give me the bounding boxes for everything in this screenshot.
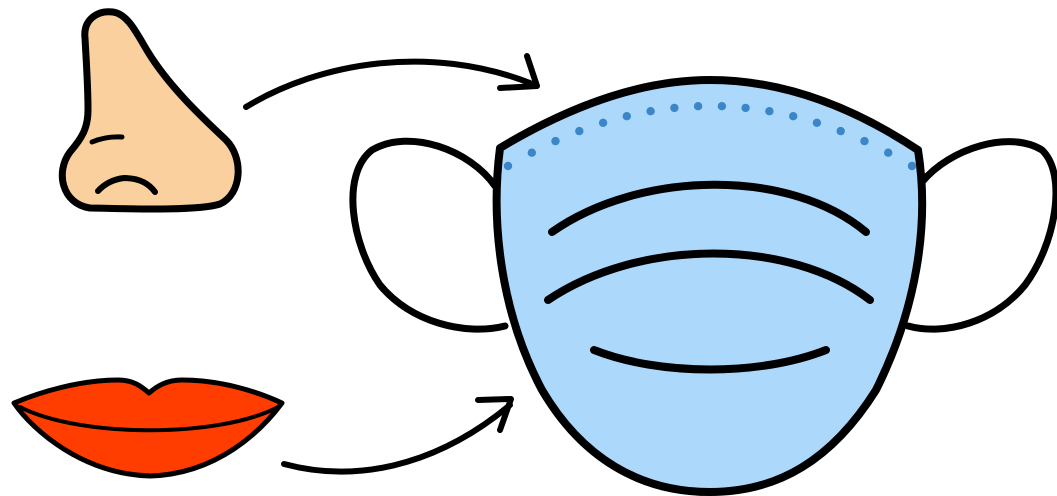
stitch-dot xyxy=(884,148,893,157)
stitch-dot xyxy=(789,112,798,121)
left-ear-loop xyxy=(349,137,509,333)
stitch-dot xyxy=(907,161,917,171)
stitch-dot xyxy=(765,107,774,116)
stitch-dot xyxy=(860,136,869,146)
stitch-dot xyxy=(646,107,655,116)
arrow-lips-to-mask xyxy=(281,396,514,475)
stitch-dot xyxy=(622,112,631,121)
stitch-dot xyxy=(575,126,584,136)
stitch-dot xyxy=(670,103,679,113)
arrow-shaft xyxy=(243,58,533,110)
stitch-dot xyxy=(812,118,822,128)
stitch-dot xyxy=(598,118,608,128)
right-ear-loop xyxy=(904,138,1057,333)
mask-pleat-top xyxy=(548,180,870,236)
mask-pleat-bottom xyxy=(590,346,830,374)
arrow-shaft xyxy=(281,402,513,475)
stitch-dot xyxy=(717,102,727,111)
face-mask-icon xyxy=(349,76,1057,496)
arrowhead-icon xyxy=(475,396,514,433)
nose-icon xyxy=(58,8,242,213)
stitch-dot xyxy=(836,126,845,136)
stitch-dot xyxy=(527,148,536,157)
stitch-dot xyxy=(503,161,513,171)
lips-mouth-line xyxy=(18,405,280,433)
stitch-dot xyxy=(551,136,560,146)
mask-stitching xyxy=(503,102,917,171)
mask-pleat-middle xyxy=(544,249,874,304)
lips-icon xyxy=(11,377,285,479)
nostril-line xyxy=(95,175,158,195)
lips-shape xyxy=(11,377,285,479)
mask-body xyxy=(492,76,927,496)
arrowhead-icon xyxy=(497,53,540,91)
stitch-dot xyxy=(741,103,750,113)
nose-shape xyxy=(58,8,242,213)
stitch-dot xyxy=(693,102,703,111)
nose-fold-line xyxy=(89,134,125,145)
arrow-nose-to-mask xyxy=(243,53,540,110)
